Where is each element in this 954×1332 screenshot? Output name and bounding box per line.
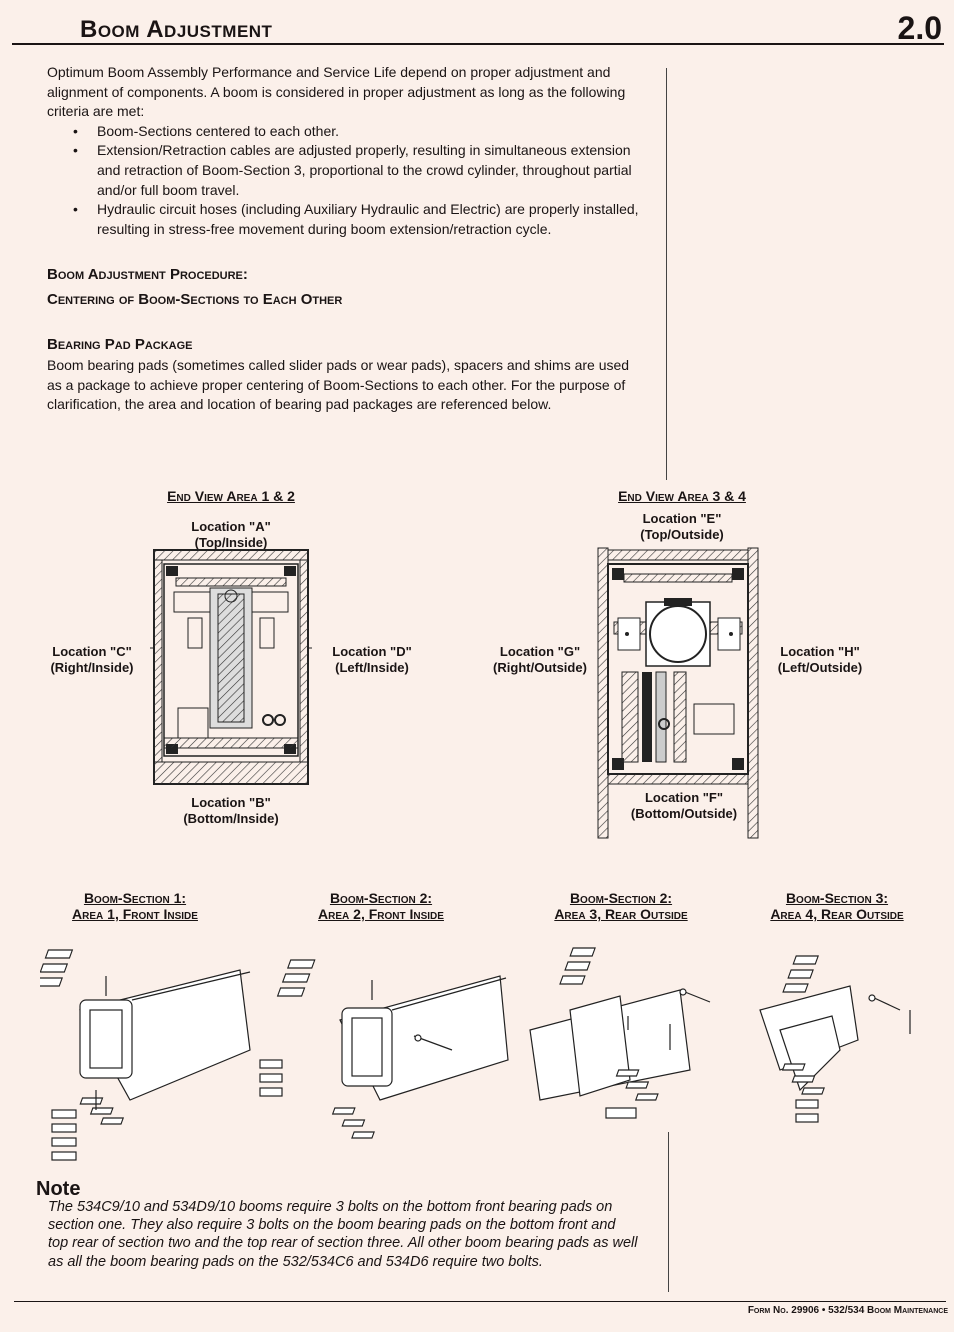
criteria-item: Hydraulic circuit hoses (including Auxil… xyxy=(47,200,639,239)
section-1-title: Boom-Section 1: Area 1, Front Inside xyxy=(50,890,220,922)
section-2-front-title: Boom-Section 2: Area 2, Front Inside xyxy=(296,890,466,922)
location-e-desc: (Top/Outside) xyxy=(640,527,724,542)
exploded-view-section-2-rear xyxy=(529,947,711,1119)
column-divider-top xyxy=(666,68,667,480)
location-d-name: Location "D" xyxy=(332,644,412,659)
bearing-pad-text: Boom bearing pads (sometimes called slid… xyxy=(47,357,630,413)
location-h-desc: (Left/Outside) xyxy=(777,660,863,675)
exploded-view-section-3 xyxy=(759,955,911,1123)
criteria-item: Extension/Retraction cables are adjusted… xyxy=(47,141,639,200)
location-g-label: Location "G" (Right/Outside) xyxy=(486,644,594,676)
section-2-rear-title: Boom-Section 2: Area 3, Rear Outside xyxy=(536,890,706,922)
section-2-front-line1: Boom-Section 2: xyxy=(329,890,433,906)
section-1-line1: Boom-Section 1: xyxy=(83,890,187,906)
intro-block: Optimum Boom Assembly Performance and Se… xyxy=(47,63,639,239)
end-view-34-drawing xyxy=(597,547,759,839)
location-c-label: Location "C" (Right/Inside) xyxy=(40,644,144,676)
location-a-label: Location "A" (Top/Inside) xyxy=(160,519,302,551)
exploded-view-section-1 xyxy=(40,949,251,1161)
location-h-label: Location "H" (Left/Outside) xyxy=(766,644,874,676)
bearing-pad-exploded-drawings xyxy=(40,947,911,1161)
end-view-12-title: End View Area 1 & 2 xyxy=(167,488,295,504)
section-2-rear-line2: Area 3, Rear Outside xyxy=(554,906,688,922)
section-2-rear-line1: Boom-Section 2: xyxy=(569,890,673,906)
footer-form-number: Form No. 29906 • 532/534 Boom Maintenanc… xyxy=(747,1305,948,1316)
location-b-desc: (Bottom/Inside) xyxy=(183,811,279,826)
location-c-desc: (Right/Inside) xyxy=(50,660,134,675)
section-number: 2.0 xyxy=(897,10,942,46)
location-f-name: Location "F" xyxy=(644,790,724,805)
end-view-12-drawing xyxy=(150,549,312,785)
section-3-title: Boom-Section 3: Area 4, Rear Outside xyxy=(752,890,922,922)
location-b-label: Location "B" (Bottom/Inside) xyxy=(160,795,302,827)
note-heading: Note xyxy=(36,1178,81,1200)
exploded-view-section-2-front xyxy=(259,959,509,1139)
location-e-name: Location "E" xyxy=(642,511,722,526)
location-h-name: Location "H" xyxy=(780,644,860,659)
location-g-desc: (Right/Outside) xyxy=(493,660,587,675)
section-3-line1: Boom-Section 3: xyxy=(785,890,889,906)
location-c-name: Location "C" xyxy=(52,644,132,659)
location-f-label: Location "F" (Bottom/Outside) xyxy=(614,790,754,822)
section-1-line2: Area 1, Front Inside xyxy=(72,906,198,922)
procedure-heading: Boom Adjustment Procedure: xyxy=(47,266,248,283)
bearing-pad-heading: Bearing Pad Package xyxy=(47,336,193,353)
procedure-subheading: Centering of Boom-Sections to Each Other xyxy=(47,291,343,308)
note-text: The 534C9/10 and 534D9/10 booms require … xyxy=(48,1199,638,1270)
location-b-name: Location "B" xyxy=(191,795,271,810)
column-divider-bottom xyxy=(668,1132,669,1292)
criteria-item: Boom-Sections centered to each other. xyxy=(47,122,639,142)
page-title: Boom Adjustment xyxy=(80,16,273,43)
criteria-list: Boom-Sections centered to each other. Ex… xyxy=(47,122,639,240)
location-a-desc: (Top/Inside) xyxy=(194,535,268,550)
location-d-label: Location "D" (Left/Inside) xyxy=(320,644,424,676)
location-d-desc: (Left/Inside) xyxy=(335,660,409,675)
footer-rule xyxy=(14,1301,946,1302)
header-rule xyxy=(12,43,944,45)
location-g-name: Location "G" xyxy=(499,644,581,659)
intro-paragraph: Optimum Boom Assembly Performance and Se… xyxy=(47,64,626,120)
end-view-34-title: End View Area 3 & 4 xyxy=(618,488,746,504)
section-2-front-line2: Area 2, Front Inside xyxy=(318,906,444,922)
location-a-name: Location "A" xyxy=(191,519,271,534)
location-f-desc: (Bottom/Outside) xyxy=(630,806,738,821)
section-3-line2: Area 4, Rear Outside xyxy=(770,906,904,922)
location-e-label: Location "E" (Top/Outside) xyxy=(610,511,754,543)
